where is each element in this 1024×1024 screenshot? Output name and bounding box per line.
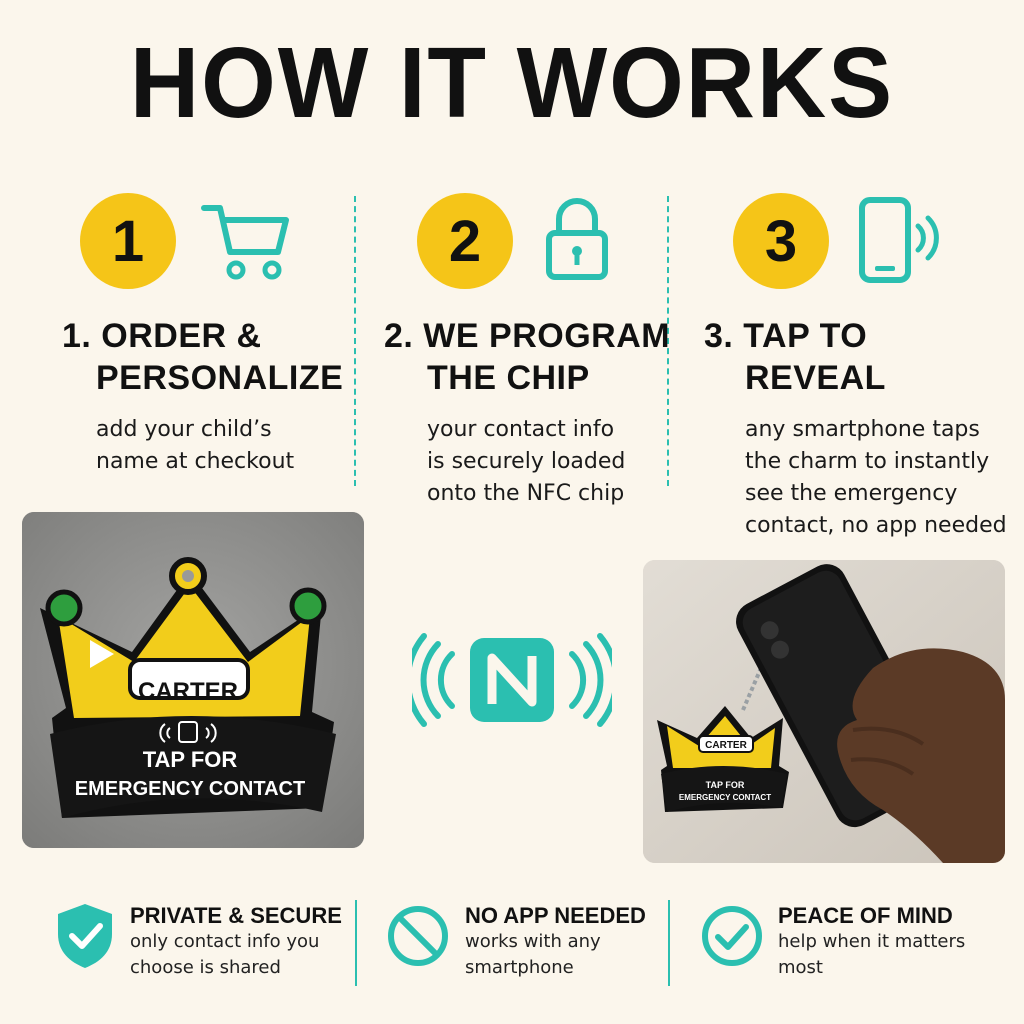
padlock-icon [546,198,608,280]
step-2-heading-line2: THE CHIP [427,359,590,397]
feature-title: PRIVATE & SECURE [130,903,342,928]
step-2-heading-line1: 2. WE PROGRAM [384,317,671,355]
shopping-cart-icon [201,205,289,280]
charm-tap-line: TAP FOR [143,747,238,772]
check-circle-icon [702,906,762,966]
charm-photo: CARTER TAP FOR EMERGENCY CONTACT [22,512,364,848]
feature-private-secure: PRIVATE & SECURE only contact info you c… [130,903,342,981]
phone-tap-photo: CARTER TAP FOR EMERGENCY CONTACT [643,560,1005,863]
feature-desc-line: most [778,957,823,978]
feature-desc-line: help when it matters [778,931,966,952]
step-1-heading: 1. ORDER & PERSONALIZE [62,315,343,399]
smartphone-signal-icon [859,197,939,283]
step-1-desc-line: add your child’s [96,417,272,442]
mini-charm-emergency-line: EMERGENCY CONTACT [679,793,771,802]
step-2-desc-line: is securely loaded [427,449,626,474]
step-2-description: your contact info is securely loaded ont… [427,414,625,510]
step-3-description: any smartphone taps the charm to instant… [745,414,1007,542]
feature-divider-2 [668,900,670,986]
step-1-heading-line2: PERSONALIZE [96,359,344,397]
charm-emergency-line: EMERGENCY CONTACT [75,778,305,800]
feature-desc-line: only contact info you [130,931,320,952]
step-3-desc-line: see the emergency [745,481,958,506]
step-2-heading: 2. WE PROGRAM THE CHIP [384,315,670,399]
page-title: HOW IT WORKS [129,27,895,139]
feature-title: NO APP NEEDED [465,903,646,928]
step-1-description: add your child’s name at checkout [96,414,294,478]
step-divider-2 [667,196,669,486]
mini-charm-name: CARTER [705,740,747,751]
feature-no-app-needed: NO APP NEEDED works with any smartphone [465,903,646,981]
step-3-heading-line2: REVEAL [745,359,886,397]
step-3-badge: 3 [733,193,829,289]
step-3-heading-line1: 3. TAP TO [704,317,868,355]
step-1-desc-line: name at checkout [96,449,295,474]
nfc-icon [412,633,612,727]
feature-title: PEACE OF MIND [778,903,953,928]
feature-peace-of-mind: PEACE OF MIND help when it matters most [778,903,965,981]
feature-desc-line: smartphone [465,957,574,978]
step-1-heading-line1: 1. ORDER & [62,317,262,355]
step-3-desc-line: the charm to instantly [745,449,990,474]
step-1-badge: 1 [80,193,176,289]
shield-check-icon [58,904,112,968]
feature-desc-line: works with any [465,931,601,952]
step-2-badge: 2 [417,193,513,289]
feature-desc-line: choose is shared [130,957,281,978]
step-3-desc-line: contact, no app needed [745,513,1007,538]
mini-charm-tap-line: TAP FOR [706,780,745,790]
charm-name-label: CARTER [138,678,238,705]
step-divider-1 [354,196,356,486]
step-3-heading: 3. TAP TO REVEAL [704,315,886,399]
step-3-desc-line: any smartphone taps [745,417,980,442]
step-2-desc-line: onto the NFC chip [427,481,625,506]
step-2-desc-line: your contact info [427,417,615,442]
no-symbol-icon [388,906,448,966]
feature-divider-1 [355,900,357,986]
